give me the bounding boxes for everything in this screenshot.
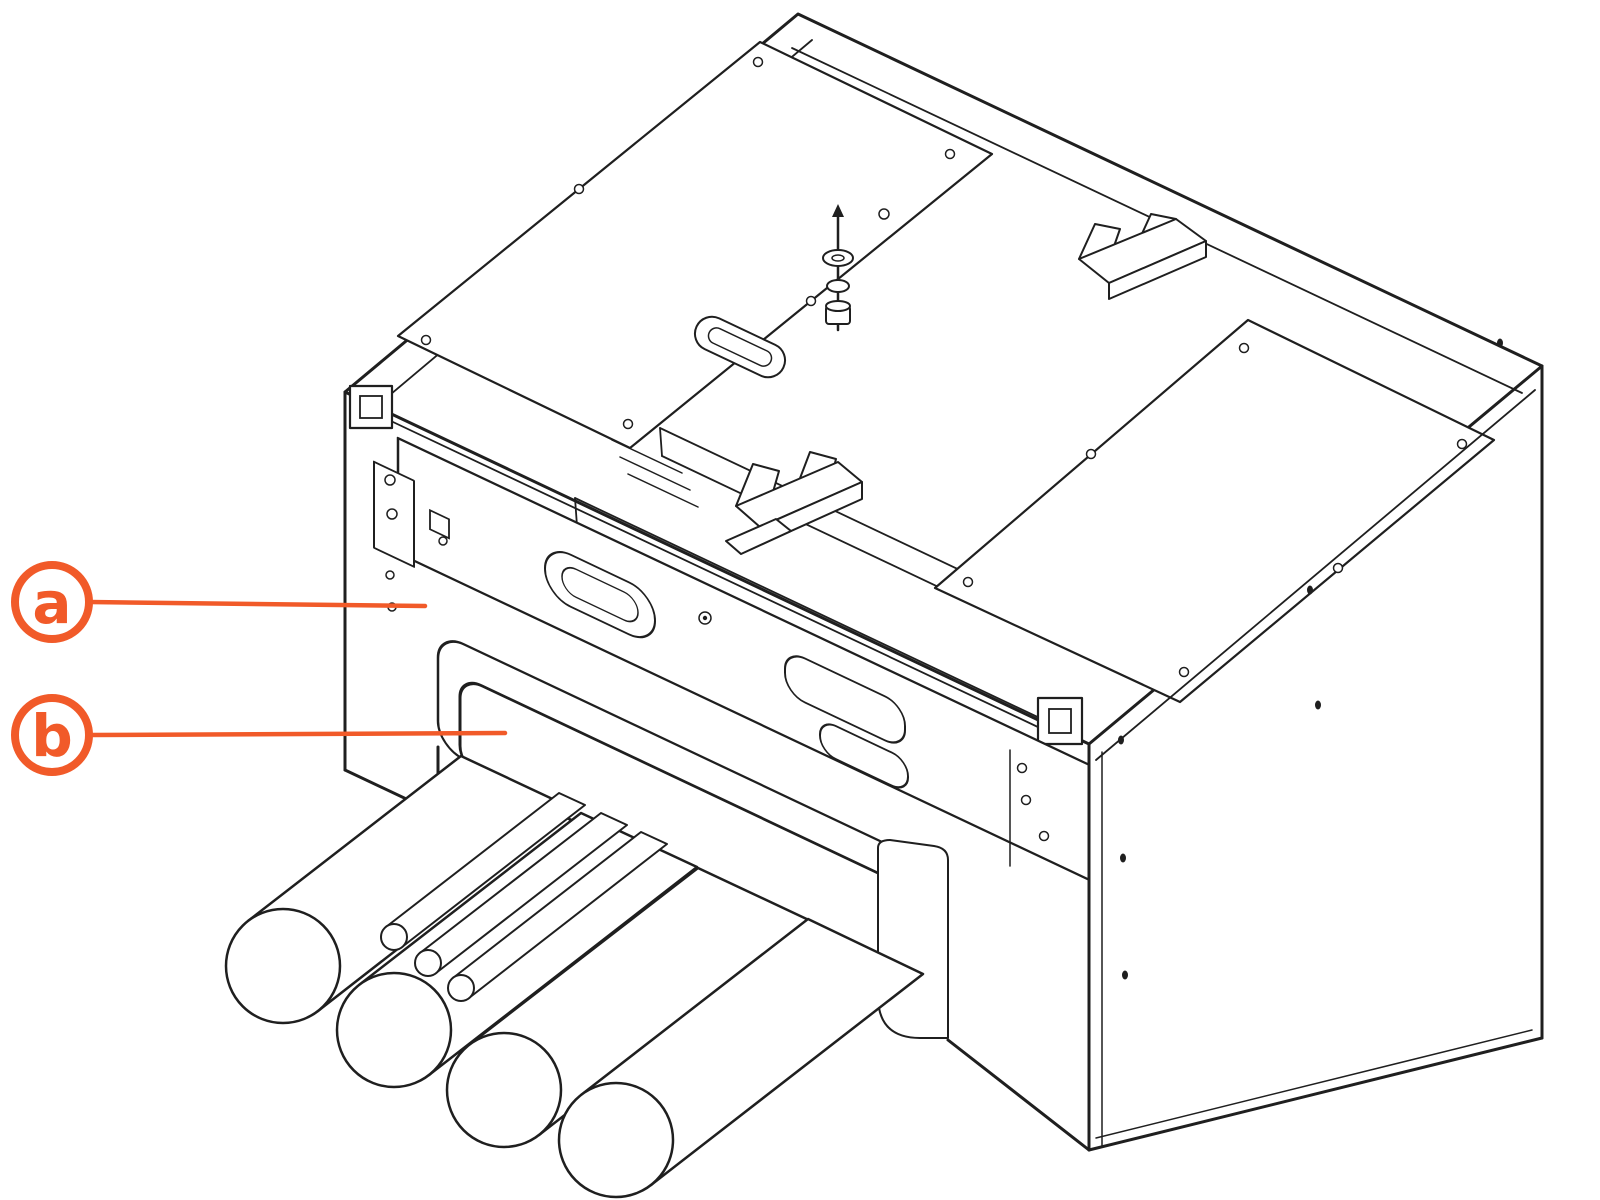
screw-icon bbox=[420, 334, 432, 346]
callout-b: b bbox=[11, 694, 508, 776]
rivet-icon bbox=[1315, 700, 1321, 710]
front-mounting-rail bbox=[373, 436, 1091, 882]
front-clamp bbox=[725, 451, 863, 555]
front-edge-inner-line bbox=[373, 412, 1041, 729]
roller-unit bbox=[224, 754, 949, 1199]
rivet-icon bbox=[1120, 853, 1126, 863]
screw-icon bbox=[805, 295, 817, 307]
roller-bracket bbox=[877, 839, 949, 1039]
rivet-icon bbox=[1497, 338, 1503, 348]
screw-icon bbox=[1016, 762, 1028, 774]
square-hole bbox=[429, 508, 450, 540]
leader-line-b bbox=[87, 730, 508, 738]
rivet-icon bbox=[1307, 585, 1313, 595]
screw-icon bbox=[386, 508, 398, 520]
rear-clamp bbox=[1078, 213, 1207, 300]
screw-icon bbox=[752, 56, 764, 68]
roller-4 bbox=[557, 917, 925, 1199]
handle-slot bbox=[784, 655, 906, 744]
screw-icon bbox=[385, 570, 395, 580]
right-face bbox=[1095, 338, 1536, 1147]
washer-icon bbox=[826, 279, 850, 293]
screw-icon bbox=[622, 418, 634, 430]
screw-icon bbox=[944, 148, 956, 160]
lower-slot bbox=[819, 723, 909, 789]
screw-icon bbox=[1085, 448, 1097, 460]
corner-tube-front bbox=[1036, 696, 1084, 746]
callout-a-label: a bbox=[32, 569, 71, 637]
screw-icon bbox=[1178, 666, 1190, 678]
screw-icon bbox=[573, 183, 585, 195]
callout-a: a bbox=[11, 561, 428, 643]
screw-icon bbox=[962, 576, 974, 588]
threaded-rod-assembly bbox=[822, 204, 890, 332]
callout-b-circle bbox=[11, 694, 93, 776]
fastener-icon bbox=[878, 208, 890, 220]
separator-rods bbox=[380, 792, 668, 1002]
machine-body bbox=[343, 12, 1544, 1152]
screw-icon bbox=[1456, 438, 1468, 450]
arrow-icon bbox=[832, 204, 844, 217]
body-edges bbox=[343, 364, 1544, 1152]
screw-icon bbox=[1238, 342, 1250, 354]
screw-icon bbox=[1332, 562, 1344, 574]
corner-tube-left bbox=[348, 384, 394, 430]
screw-icon bbox=[1020, 794, 1032, 806]
screw-icon bbox=[384, 474, 396, 486]
screw-icon bbox=[1038, 830, 1050, 842]
rivet-icon bbox=[1118, 735, 1124, 745]
rivet-icon bbox=[1122, 970, 1128, 980]
washer-icon bbox=[822, 249, 854, 267]
top-left-panel bbox=[396, 40, 994, 450]
leader-line-a bbox=[87, 599, 428, 609]
oval-slot bbox=[544, 551, 656, 639]
front-recessed-panel bbox=[436, 640, 940, 976]
callout-b-label: b bbox=[31, 702, 73, 770]
screw-icon bbox=[438, 536, 448, 546]
callout-a-circle bbox=[11, 561, 93, 643]
top-right-panel bbox=[933, 318, 1496, 704]
top-slot-cutout bbox=[693, 315, 787, 379]
